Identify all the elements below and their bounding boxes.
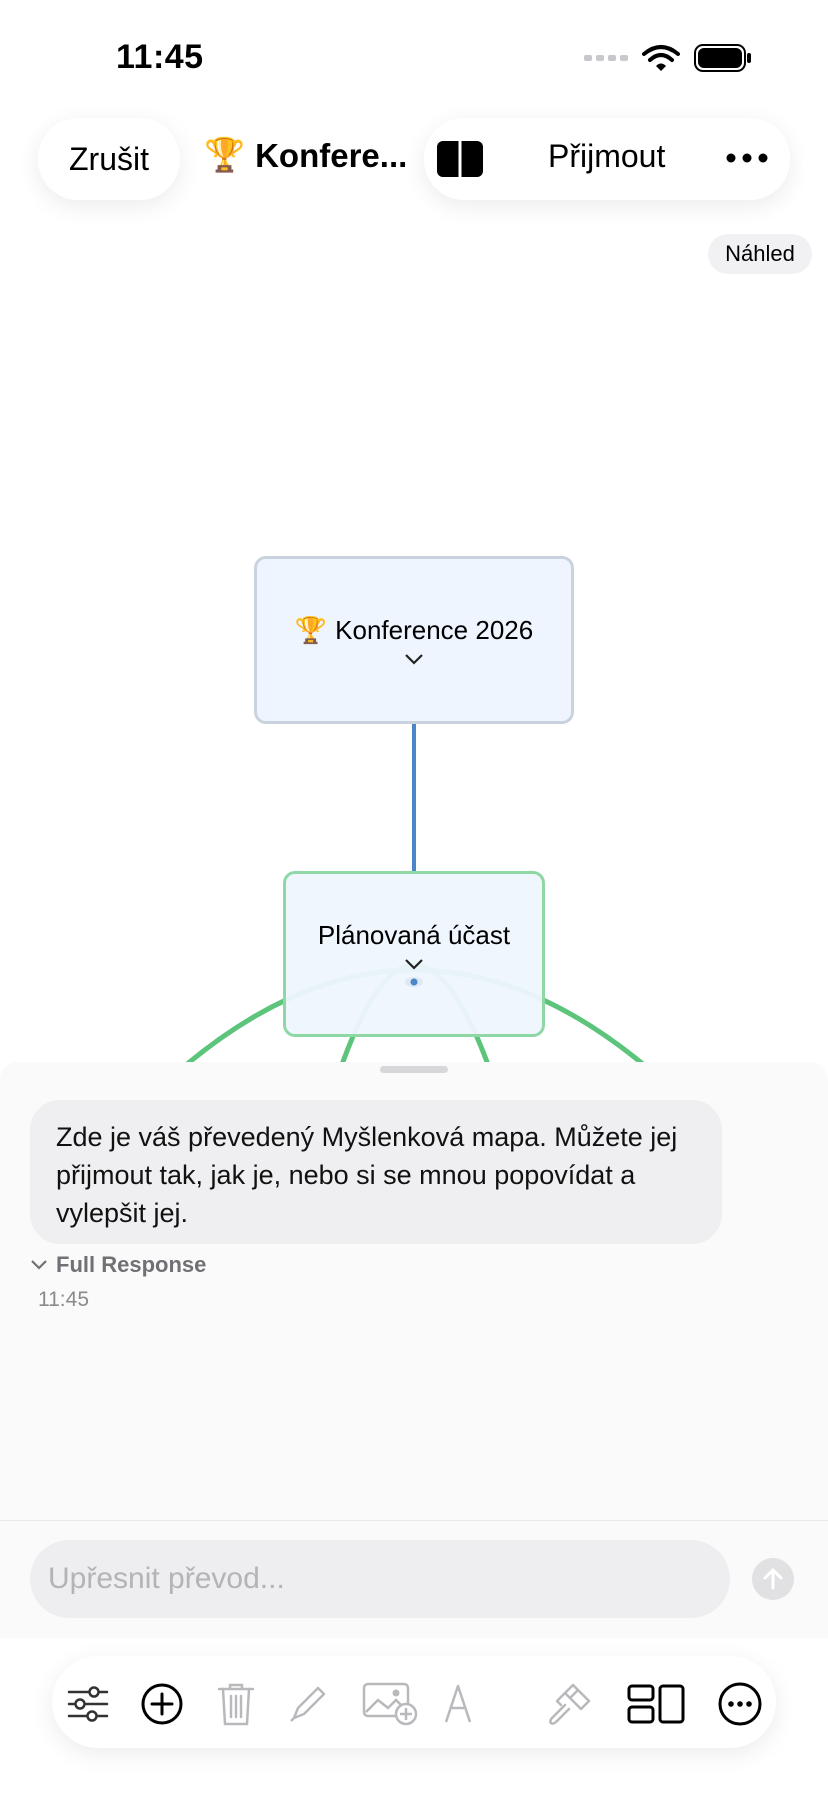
battery-icon	[694, 44, 751, 72]
preview-badge[interactable]: Náhled	[708, 234, 812, 274]
full-response-label: Full Response	[56, 1252, 207, 1277]
wifi-icon	[642, 45, 680, 71]
more-circle-icon	[718, 1682, 762, 1726]
sheet-grabber[interactable]	[380, 1066, 448, 1073]
trophy-icon: 🏆	[294, 614, 328, 645]
chevron-down-icon[interactable]	[403, 652, 425, 666]
layout-icon	[627, 1684, 685, 1724]
pencil-icon	[290, 1686, 326, 1722]
chevron-down-icon	[31, 1260, 47, 1270]
brush-icon	[549, 1683, 591, 1725]
status-time: 11:45	[116, 38, 204, 76]
accept-button[interactable]: Přijmout	[548, 138, 666, 174]
add-node-button[interactable]	[138, 1680, 186, 1728]
arrow-up-icon	[763, 1568, 783, 1590]
more-icon[interactable]	[726, 146, 768, 170]
cellular-signal-icon	[584, 55, 628, 61]
document-title: 🏆 Konfere...	[204, 136, 407, 175]
trash-icon	[217, 1683, 255, 1726]
sliders-icon	[67, 1686, 109, 1722]
message-timestamp: 11:45	[38, 1288, 89, 1311]
document-title-text: Konfere...	[255, 136, 408, 174]
mindmap-canvas[interactable]: 🏆 Konference 2026 Plánovaná účast	[0, 0, 828, 1062]
root-node-label: Konference 2026	[335, 614, 534, 645]
more-options-button[interactable]	[716, 1680, 764, 1728]
root-node[interactable]: 🏆 Konference 2026	[254, 556, 574, 724]
divider	[0, 1520, 828, 1521]
full-response-toggle[interactable]: Full Response	[30, 1252, 206, 1278]
assistant-message: Zde je váš převedený Myšlenková mapa. Mů…	[30, 1100, 722, 1244]
cancel-button[interactable]: Zrušit	[38, 118, 180, 200]
refine-input[interactable]	[30, 1540, 730, 1618]
text-style-button[interactable]	[434, 1680, 482, 1728]
send-button[interactable]	[752, 1558, 794, 1600]
chevron-down-icon[interactable]	[403, 957, 425, 971]
child-node[interactable]: Plánovaná účast	[283, 871, 545, 1037]
add-image-icon	[362, 1682, 418, 1726]
add-image-button[interactable]	[362, 1680, 420, 1728]
style-button[interactable]	[546, 1680, 594, 1728]
font-icon	[444, 1684, 472, 1723]
child-node-label: Plánovaná účast	[317, 919, 511, 950]
delete-button[interactable]	[212, 1680, 260, 1728]
sliders-button[interactable]	[64, 1680, 112, 1728]
status-icons	[584, 44, 752, 72]
split-view-icon[interactable]	[436, 140, 484, 178]
connection-dot-icon	[405, 976, 423, 987]
bottom-toolbar	[52, 1656, 776, 1748]
edit-button[interactable]	[284, 1680, 332, 1728]
layout-button[interactable]	[626, 1680, 686, 1728]
trophy-icon: 🏆	[204, 136, 246, 173]
add-circle-icon	[141, 1683, 183, 1725]
cancel-button-label: Zrušit	[69, 140, 149, 177]
